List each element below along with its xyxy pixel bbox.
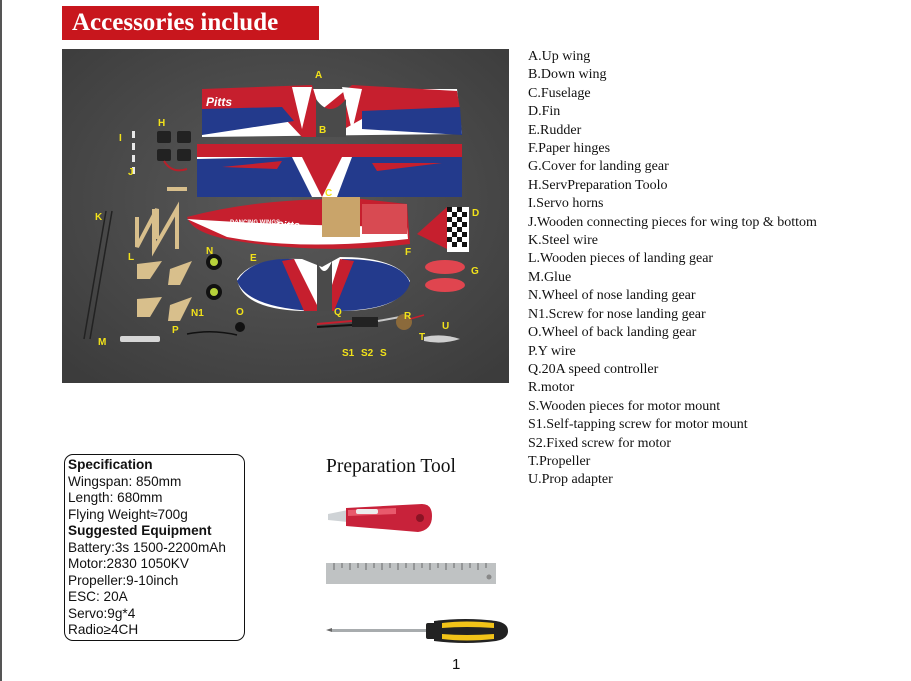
list-item: Q.20A speed controller xyxy=(528,361,659,377)
list-item: M.Glue xyxy=(528,269,572,285)
tailplane xyxy=(237,257,410,311)
screwdriver-icon xyxy=(326,619,508,643)
preparation-tool-title: Preparation Tool xyxy=(326,456,456,477)
steel-wires xyxy=(83,210,113,340)
back-wheel xyxy=(235,322,245,332)
specification-heading: Specification xyxy=(68,457,153,472)
list-item: K.Steel wire xyxy=(528,233,598,249)
list-item: G.Cover for landing gear xyxy=(528,159,669,175)
marker-t: T xyxy=(419,332,425,343)
list-item: F.Paper hinges xyxy=(528,141,611,157)
marker-n1: N1 xyxy=(191,308,204,319)
marker-q: Q xyxy=(334,307,342,318)
marker-l: L xyxy=(128,252,134,263)
marker-g: G xyxy=(471,266,479,277)
nose-wheels xyxy=(206,254,222,300)
equipment-line: Servo:9g*4 xyxy=(68,605,136,621)
speed-controller xyxy=(316,316,401,328)
y-wire xyxy=(186,331,238,336)
marker-s2: S2 xyxy=(361,348,374,359)
list-item: E.Rudder xyxy=(528,122,582,138)
steel-ruler-icon xyxy=(326,563,496,584)
accessories-photo: Pitts DANCING WINGS Pitts xyxy=(62,49,509,383)
marker-j: J xyxy=(128,167,134,178)
list-item: U.Prop adapter xyxy=(528,472,613,488)
marker-p: P xyxy=(172,325,179,336)
equipment-line: Radio≥4CH xyxy=(68,622,139,637)
servo-horns xyxy=(132,131,135,174)
marker-d: D xyxy=(472,208,479,219)
equipment-line: Propeller:9-10inch xyxy=(68,572,179,588)
list-item: C.Fuselage xyxy=(528,85,591,101)
list-item: N1.Screw for nose landing gear xyxy=(528,306,706,322)
list-item: D.Fin xyxy=(528,104,561,120)
gear-cover-2 xyxy=(425,278,465,292)
marker-c: C xyxy=(325,188,332,199)
parts-list: A.Up wing B.Down wing C.Fuselage D.Fin E… xyxy=(528,48,817,490)
list-item: T.Propeller xyxy=(528,453,591,469)
equipment-line: Motor:2830 1050KV xyxy=(68,556,189,571)
marker-h: H xyxy=(158,118,165,129)
spec-line: Length: 680mm xyxy=(68,490,163,505)
marker-b: B xyxy=(319,125,326,136)
fuselage-brand-text: Pitts xyxy=(276,220,300,232)
marker-k: K xyxy=(95,212,103,223)
list-item: P.Y wire xyxy=(528,343,576,359)
page-number: 1 xyxy=(452,656,461,673)
list-item: R.motor xyxy=(528,380,575,396)
list-item: L.Wooden pieces of landing gear xyxy=(528,251,714,267)
list-item: J.Wooden connecting pieces for wing top … xyxy=(528,214,817,230)
gear-cover-1 xyxy=(425,260,465,274)
marker-s1: S1 xyxy=(342,348,355,359)
list-item: A.Up wing xyxy=(528,49,591,64)
equipment-heading: Suggested Equipment xyxy=(68,523,212,538)
down-wing xyxy=(197,144,462,197)
motor xyxy=(396,314,425,330)
equipment-line: Battery:3s 1500-2200mAh xyxy=(68,539,226,555)
servos xyxy=(157,131,191,172)
page-left-border xyxy=(0,0,2,681)
wing-brand-text: Pitts xyxy=(206,95,232,109)
marker-a: A xyxy=(315,70,322,81)
equipment-line: ESC: 20A xyxy=(68,589,128,604)
marker-f: F xyxy=(405,247,411,258)
up-wing xyxy=(202,85,462,137)
list-item: I.Servo horns xyxy=(528,196,604,212)
marker-i: I xyxy=(119,133,122,144)
marker-s: S xyxy=(380,348,387,359)
list-item: N.Wheel of nose landing gear xyxy=(528,288,696,304)
marker-m: M xyxy=(98,337,106,348)
glue-tube xyxy=(120,336,160,342)
list-item: S2.Fixed screw for motor xyxy=(528,435,672,451)
marker-e: E xyxy=(250,253,257,264)
list-item: B.Down wing xyxy=(528,67,607,83)
section-banner: Accessories include xyxy=(62,6,319,40)
spec-line: Flying Weight≈700g xyxy=(68,506,188,522)
spec-line: Wingspan: 850mm xyxy=(68,473,182,489)
list-item: S1.Self-tapping screw for motor mount xyxy=(528,417,748,433)
utility-knife-icon xyxy=(328,504,432,532)
fuselage-logo: DANCING WINGS xyxy=(230,220,280,226)
list-item: O.Wheel of back landing gear xyxy=(528,325,697,341)
marker-u: U xyxy=(442,321,449,332)
list-item: S.Wooden pieces for motor mount xyxy=(528,398,721,414)
fuselage xyxy=(187,197,410,249)
wooden-struts xyxy=(135,187,187,257)
marker-r: R xyxy=(404,311,412,322)
marker-o: O xyxy=(236,307,244,318)
specification-box: Specification Wingspan: 850mm Length: 68… xyxy=(64,454,245,641)
fin xyxy=(417,207,469,252)
marker-n: N xyxy=(206,246,213,257)
list-item: H.ServPreparation Toolo xyxy=(528,177,668,193)
wooden-landing-gear xyxy=(137,261,192,321)
propeller xyxy=(424,335,460,343)
